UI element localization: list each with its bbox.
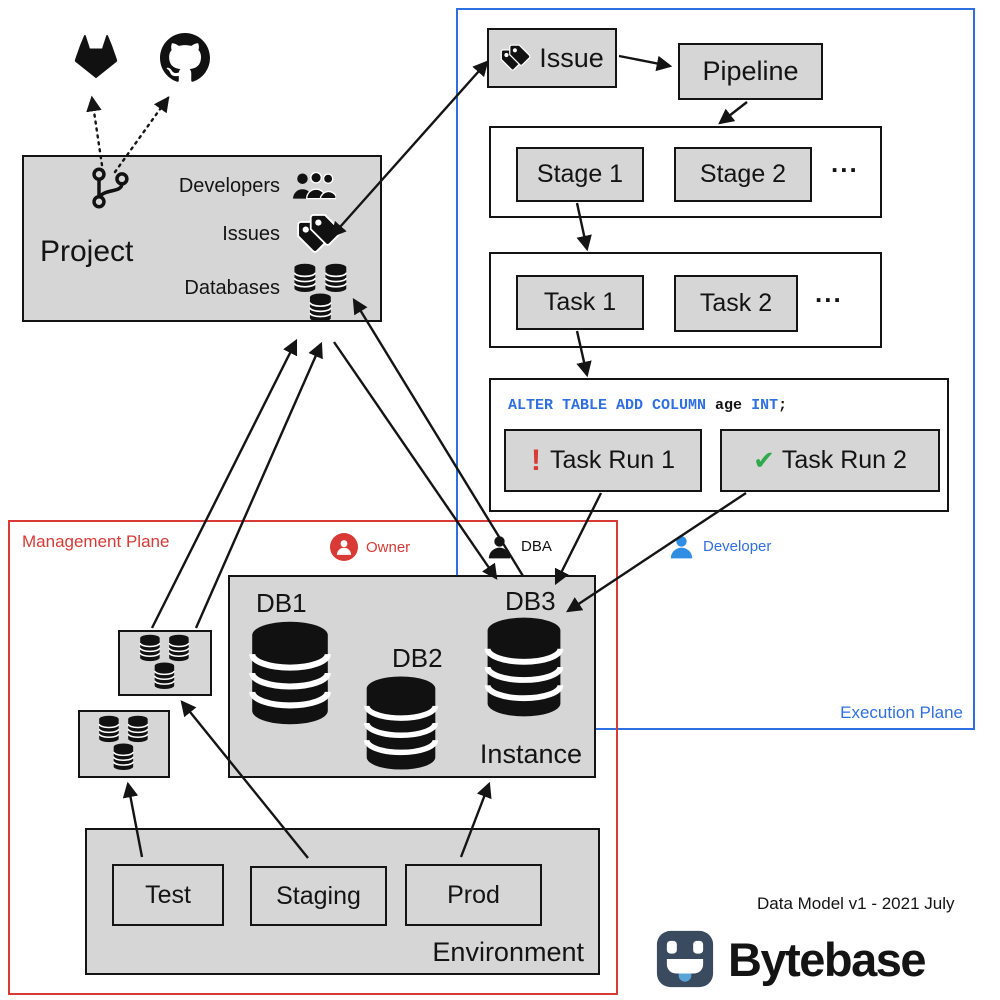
issue-label: Issue [539, 42, 604, 73]
env-test-node: Test [112, 864, 224, 926]
stages-panel: Stage 1 Stage 2 ... [489, 126, 882, 218]
environment-box: Test Staging Prod Environment [85, 828, 600, 975]
instance-box: DB1 DB2 DB3 Instance [228, 575, 596, 778]
sql-statement: ALTER TABLE ADD COLUMN age INT; [508, 397, 787, 414]
db3-cylinder-icon [480, 615, 568, 719]
stage-1-label: Stage 1 [536, 160, 624, 188]
project-title: Project [40, 235, 134, 268]
task-2-node: Task 2 [674, 275, 798, 332]
stages-ellipsis: ... [831, 148, 859, 178]
developer-icon [668, 533, 695, 560]
project-row-developers-label: Developers [178, 175, 280, 197]
bytebase-logo-icon [656, 930, 714, 988]
database-group-box-1 [118, 630, 212, 696]
db2-cylinder-icon [358, 674, 444, 772]
env-test-label: Test [145, 880, 191, 909]
task-run-1-label: Task Run 1 [549, 446, 676, 474]
task-2-label: Task 2 [699, 289, 773, 317]
environment-label: Environment [432, 937, 584, 967]
issue-node: Issue [487, 28, 617, 88]
dba-badge: DBA [486, 533, 552, 560]
env-staging-node: Staging [250, 866, 387, 926]
env-staging-label: Staging [276, 881, 361, 910]
git-branch-icon [88, 165, 132, 211]
database-group-box-2 [78, 710, 170, 778]
task-1-label: Task 1 [543, 288, 617, 316]
sql-terminator: ; [778, 397, 788, 414]
people-icon [292, 169, 336, 201]
management-plane-label: Management Plane [22, 532, 170, 551]
owner-badge: Owner [330, 533, 410, 561]
stage-2-label: Stage 2 [699, 160, 787, 188]
tags-icon [296, 213, 344, 255]
owner-label: Owner [366, 538, 411, 556]
brand-row: Bytebase [656, 930, 927, 988]
stage-2-node: Stage 2 [674, 147, 812, 202]
owner-icon [330, 533, 358, 561]
task-run-panel: ALTER TABLE ADD COLUMN age INT; ! Task R… [489, 378, 949, 512]
success-check-icon: ✔ [753, 445, 775, 476]
execution-plane-label: Execution Plane [840, 703, 963, 722]
database-group-2-icon [95, 715, 153, 773]
databases-icon [290, 263, 352, 325]
developer-badge: Developer [668, 533, 771, 560]
github-icon [160, 33, 210, 83]
error-exclamation-icon: ! [530, 443, 541, 477]
dba-label: DBA [521, 538, 552, 555]
project-box: Project Developers Issues Databases [22, 155, 382, 322]
pipeline-label: Pipeline [702, 56, 799, 86]
project-row-databases-label: Databases [184, 277, 280, 299]
sql-type: INT [751, 397, 779, 414]
db2-label: DB2 [392, 643, 443, 673]
tasks-ellipsis: ... [815, 278, 843, 308]
instance-label: Instance [479, 739, 582, 769]
database-group-1-icon [136, 634, 194, 692]
stage-1-node: Stage 1 [516, 147, 644, 202]
tag-icon [500, 43, 532, 73]
task-1-node: Task 1 [516, 275, 644, 330]
sql-keywords: ALTER TABLE ADD COLUMN [508, 397, 707, 414]
sql-column: age [706, 397, 752, 414]
project-row-issues-label: Issues [222, 223, 280, 245]
task-run-2-node: ✔ Task Run 2 [720, 429, 940, 492]
db1-cylinder-icon [245, 619, 335, 727]
developer-label: Developer [703, 538, 772, 555]
db1-label: DB1 [256, 588, 307, 618]
brand-name: Bytebase [728, 932, 927, 986]
env-prod-node: Prod [405, 864, 542, 926]
dba-icon [486, 533, 513, 560]
version-text: Data Model v1 - 2021 July [757, 894, 955, 913]
db3-label: DB3 [505, 586, 556, 616]
gitlab-icon [70, 30, 122, 84]
task-run-1-node: ! Task Run 1 [504, 429, 702, 492]
task-run-2-label: Task Run 2 [781, 446, 907, 474]
env-prod-label: Prod [447, 880, 500, 909]
pipeline-node: Pipeline [678, 43, 823, 100]
tasks-panel: Task 1 Task 2 ... [489, 252, 882, 348]
